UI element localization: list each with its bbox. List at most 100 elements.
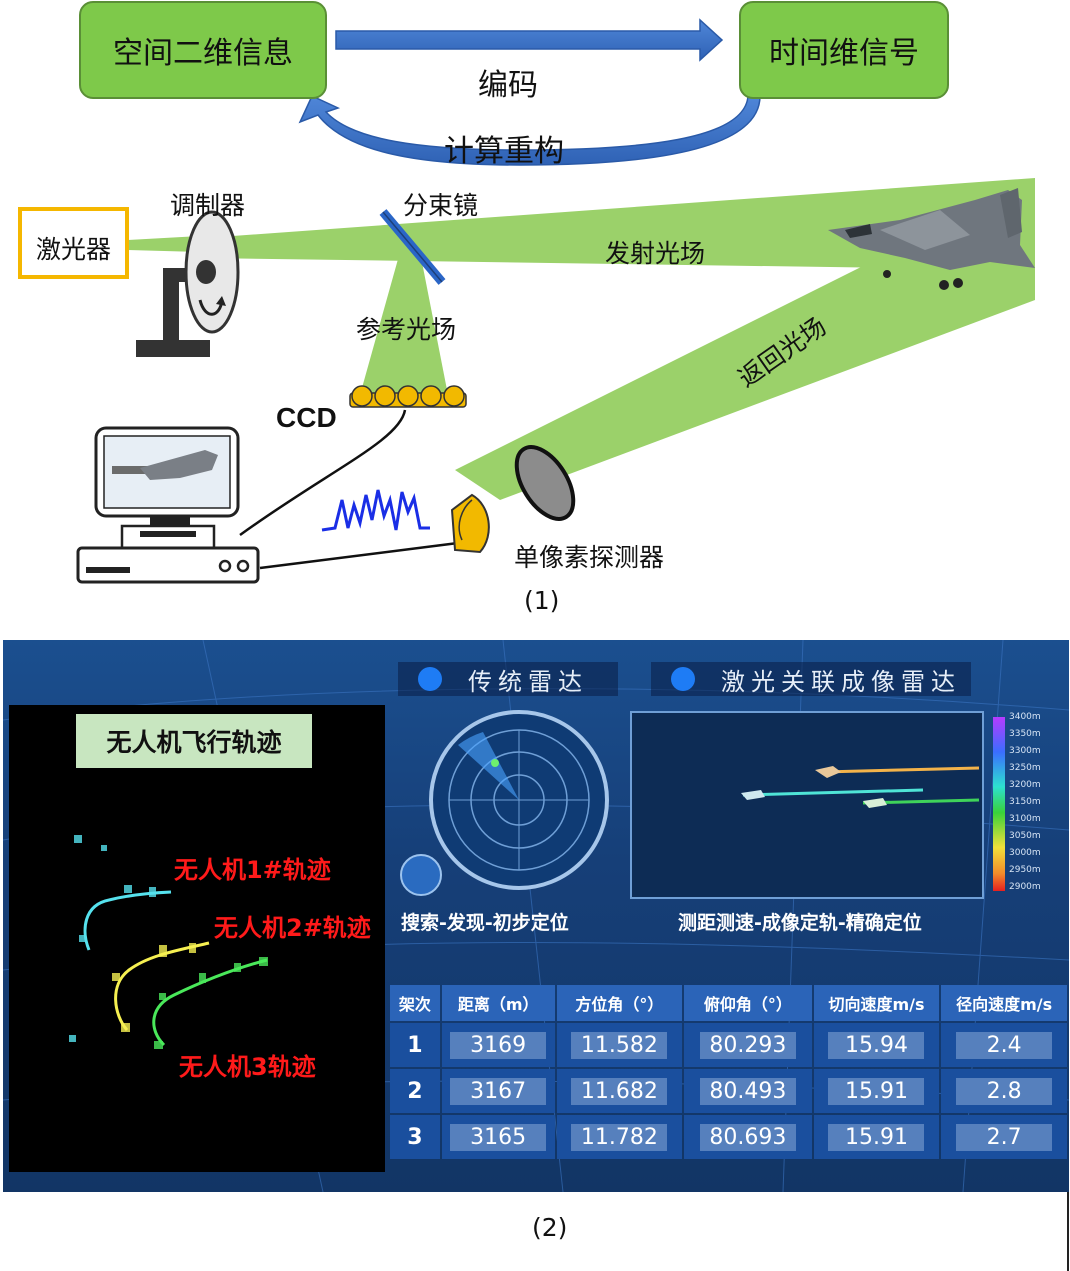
table-cell-value: 11.782 — [571, 1123, 668, 1151]
table-cell: 11.682 — [556, 1069, 683, 1113]
colorbar-tick-label: 3400m — [1009, 712, 1041, 722]
colorbar-tick-label: 3050m — [1009, 831, 1041, 841]
table-cell-value: 80.493 — [699, 1077, 796, 1105]
signal-waveform-icon — [321, 489, 430, 532]
colorbar-tick-label: 2900m — [1009, 882, 1041, 892]
imaging-diagram-graphics — [18, 18, 1035, 584]
table-row: 3 3165 11.782 80.693 15.91 2.7 — [390, 1115, 1067, 1159]
time-signal-label: 时间维信号 — [769, 36, 919, 71]
trajectory-2-label: 无人机2#轨迹 — [214, 914, 371, 942]
table-header-cell: 径向速度m/s — [941, 985, 1067, 1021]
drone-icon — [815, 766, 841, 778]
laser-label: 激光器 — [36, 235, 112, 264]
table-cell: 2 — [390, 1069, 440, 1113]
return-beam — [455, 180, 1035, 500]
table-cell: 3 — [390, 1115, 440, 1159]
table-cell-value: 80.293 — [699, 1031, 796, 1059]
table-cell-value: 3165 — [450, 1123, 547, 1151]
lens-icon — [514, 445, 576, 521]
colorbar-tick-label: 3200m — [1009, 780, 1041, 790]
time-signal-box: 时间维信号 — [739, 1, 949, 99]
computer-icon — [76, 426, 260, 584]
encode-arrow — [335, 18, 724, 62]
colorbar-tick-label: 3150m — [1009, 797, 1041, 807]
imaging-track-cyan — [742, 788, 924, 797]
table-cell: 15.94 — [813, 1023, 940, 1067]
table-header-cell: 架次 — [390, 985, 440, 1021]
imaging-radar-frame — [630, 711, 984, 899]
colorbar-tick-label: 3250m — [1009, 763, 1041, 773]
table-cell-value: 2.7 — [956, 1123, 1053, 1151]
table-cell-value: 2.4 — [956, 1031, 1053, 1059]
trajectory-plot — [69, 835, 268, 1049]
tab-laser-label: 激光关联成像雷达 — [721, 667, 961, 696]
emit-field-label: 发射光场 — [605, 239, 706, 268]
table-row: 1 3169 11.582 80.293 15.94 2.4 — [390, 1023, 1067, 1067]
reference-field-label: 参考光场 — [356, 315, 457, 344]
colorbar-tick-label: 2950m — [1009, 865, 1041, 875]
table-cell: 80.493 — [684, 1069, 812, 1113]
trajectory-1-label: 无人机1#轨迹 — [174, 856, 331, 884]
fighter-jet-icon — [828, 188, 1035, 290]
table-cell-value: 15.94 — [828, 1031, 925, 1059]
table-cell-value: 11.682 — [571, 1077, 668, 1105]
table-cell: 2.8 — [941, 1069, 1067, 1113]
trajectory-title: 无人机飞行轨迹 — [76, 714, 312, 768]
table-header-cell: 距离（m） — [441, 985, 555, 1021]
trajectory-3-label: 无人机3轨迹 — [179, 1053, 316, 1081]
table-cell: 3167 — [441, 1069, 555, 1113]
table-cell: 1 — [390, 1023, 440, 1067]
trajectory-panel: 无人机飞行轨迹 无人机1#轨迹 无人机2#轨迹 无人机3轨迹 — [9, 705, 385, 1172]
laser-radar-dot-icon — [671, 667, 695, 691]
modulator-icon — [136, 210, 240, 357]
table-cell: 3165 — [441, 1115, 555, 1159]
ccd-cable — [239, 409, 407, 537]
table-cell: 11.782 — [556, 1115, 683, 1159]
table-header-cell: 方位角（°） — [556, 985, 683, 1021]
table-cell: 11.582 — [556, 1023, 683, 1067]
tab-traditional-radar[interactable]: 传统雷达 — [398, 662, 618, 696]
table-cell: 15.91 — [813, 1115, 940, 1159]
single-pixel-detector-icon — [450, 493, 490, 554]
laser-beam — [128, 236, 200, 252]
trajectory-1-path — [83, 890, 172, 951]
figure-caption-1: (1) — [524, 586, 560, 615]
search-caption: 搜索-发现-初步定位 — [401, 912, 569, 934]
ranging-caption: 测距测速-成像定轨-精确定位 — [678, 912, 922, 934]
table-cell: 80.293 — [684, 1023, 812, 1067]
imaging-track-orange — [822, 766, 980, 774]
table-cell: 15.91 — [813, 1069, 940, 1113]
trajectory-3-path — [152, 958, 268, 1047]
colorbar-tick-label: 3000m — [1009, 848, 1041, 858]
table-cell: 2.7 — [941, 1115, 1067, 1159]
colorbar-tick-label: 3350m — [1009, 729, 1041, 739]
table-header-cell: 切向速度m/s — [813, 985, 940, 1021]
encode-label: 编码 — [478, 68, 538, 103]
drone-icon — [741, 790, 765, 800]
trajectory-2-path — [114, 941, 210, 1031]
spatial-info-label: 空间二维信息 — [113, 36, 293, 71]
table-cell: 80.693 — [684, 1115, 812, 1159]
ccd-icon — [349, 385, 467, 408]
circular-radar-icon — [429, 710, 609, 890]
depth-colorbar — [993, 717, 1005, 891]
table-cell-value: 3169 — [450, 1031, 547, 1059]
colorbar-tick-label: 3100m — [1009, 814, 1041, 824]
spatial-info-box: 空间二维信息 — [79, 1, 327, 99]
tab-traditional-label: 传统雷达 — [468, 667, 588, 696]
table-cell-value: 15.91 — [828, 1123, 925, 1151]
reference-beam — [360, 252, 448, 395]
figure-caption-2: (2) — [532, 1213, 568, 1242]
page-right-border — [1067, 1192, 1069, 1271]
tab-laser-imaging-radar[interactable]: 激光关联成像雷达 — [651, 662, 971, 696]
table-cell: 2.4 — [941, 1023, 1067, 1067]
reconstruct-label: 计算重构 — [444, 134, 564, 169]
globe-icon — [400, 854, 442, 896]
laser-box — [18, 207, 129, 279]
drone-icon — [863, 798, 887, 808]
table-cell-value: 15.91 — [828, 1077, 925, 1105]
traditional-radar-dot-icon — [418, 667, 442, 691]
